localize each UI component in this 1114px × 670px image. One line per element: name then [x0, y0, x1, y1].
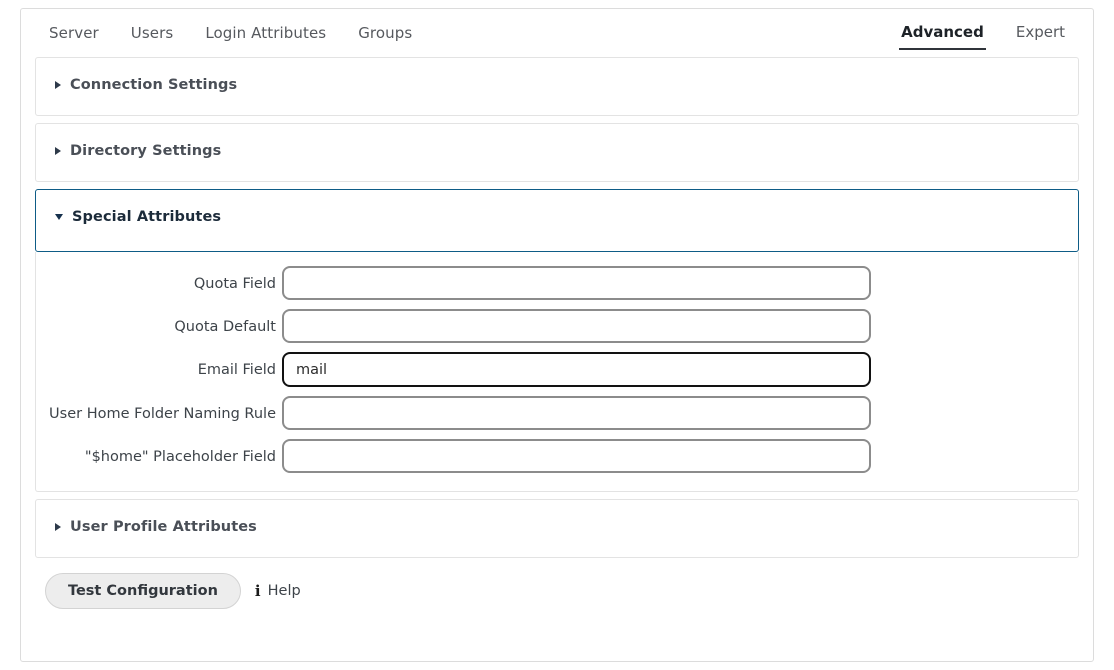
- special-attributes-form: Quota Field Quota Default Email Field Us…: [35, 252, 1079, 492]
- panel-connection-settings[interactable]: Connection Settings: [35, 57, 1079, 116]
- panel-special-attributes[interactable]: Special Attributes: [35, 189, 1079, 252]
- settings-panels: Connection Settings Directory Settings S…: [21, 57, 1093, 558]
- nav-item-server[interactable]: Server: [49, 24, 99, 42]
- input-email-field[interactable]: [282, 352, 871, 387]
- panel-user-profile-attributes[interactable]: User Profile Attributes: [35, 499, 1079, 558]
- label-email-field: Email Field: [197, 362, 276, 378]
- form-row-home-placeholder-field: "$home" Placeholder Field: [36, 439, 1078, 473]
- panel-header-connection-settings[interactable]: Connection Settings: [36, 58, 1078, 98]
- help-label: Help: [267, 583, 301, 599]
- help-link[interactable]: i Help: [255, 582, 301, 600]
- panel-title-directory-settings: Directory Settings: [70, 142, 222, 159]
- tab-advanced[interactable]: Advanced: [887, 17, 998, 50]
- test-configuration-button[interactable]: Test Configuration: [45, 573, 241, 609]
- label-quota-field: Quota Field: [193, 276, 276, 292]
- chevron-right-icon: [55, 80, 61, 89]
- nav-bar: Server Users Login Attributes Groups Adv…: [21, 9, 1093, 57]
- label-quota-default: Quota Default: [174, 319, 276, 335]
- input-home-placeholder-field[interactable]: [282, 439, 871, 473]
- form-row-quota-field: Quota Field: [36, 266, 1078, 300]
- panel-title-connection-settings: Connection Settings: [70, 76, 238, 93]
- label-user-home-folder-naming-rule: User Home Folder Naming Rule: [49, 406, 276, 422]
- panel-title-special-attributes: Special Attributes: [72, 208, 222, 225]
- tab-expert[interactable]: Expert: [1015, 22, 1065, 41]
- form-row-quota-default: Quota Default: [36, 309, 1078, 343]
- panel-title-user-profile-attributes: User Profile Attributes: [70, 518, 257, 535]
- mode-tabs: Advanced Expert: [887, 17, 1079, 50]
- form-row-email-field: Email Field: [36, 352, 1078, 387]
- nav-item-groups[interactable]: Groups: [358, 24, 413, 42]
- panel-header-user-profile-attributes[interactable]: User Profile Attributes: [36, 500, 1078, 540]
- input-quota-field[interactable]: [282, 266, 871, 300]
- info-icon: i: [254, 582, 261, 600]
- chevron-down-icon: [55, 213, 63, 220]
- input-user-home-folder-naming-rule[interactable]: [282, 396, 871, 430]
- panel-directory-settings[interactable]: Directory Settings: [35, 123, 1079, 182]
- nav-item-login-attributes[interactable]: Login Attributes: [205, 24, 327, 42]
- footer-actions: Test Configuration i Help: [21, 565, 1093, 609]
- nav-item-users[interactable]: Users: [130, 24, 174, 42]
- ldap-settings-frame: Server Users Login Attributes Groups Adv…: [20, 8, 1094, 662]
- nav-tabs: Server Users Login Attributes Groups: [33, 18, 428, 48]
- input-quota-default[interactable]: [282, 309, 871, 343]
- panel-header-directory-settings[interactable]: Directory Settings: [36, 124, 1078, 164]
- chevron-right-icon: [55, 146, 61, 155]
- label-home-placeholder-field: "$home" Placeholder Field: [84, 449, 276, 465]
- panel-header-special-attributes[interactable]: Special Attributes: [36, 190, 1078, 230]
- chevron-right-icon: [55, 522, 61, 531]
- form-row-user-home-folder-naming-rule: User Home Folder Naming Rule: [36, 396, 1078, 430]
